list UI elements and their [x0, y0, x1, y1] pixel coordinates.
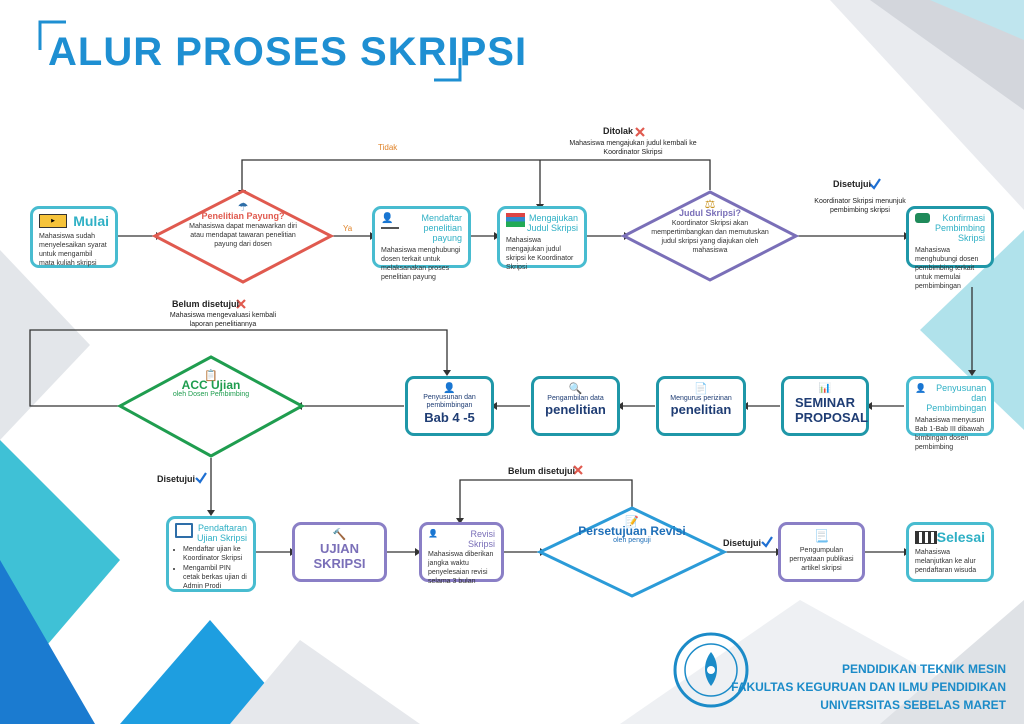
node-selesai[interactable]: Selesai Mahasiswa melanjutkan ke alur pe… [906, 522, 994, 582]
node-daftar-payung[interactable]: 👤 Mendaftar penelitian payung Mahasiswa … [372, 206, 471, 281]
university-seal [673, 632, 749, 708]
magnifier-chart-icon: 🔍 [568, 383, 583, 395]
footer-line1: PENDIDIKAN TEKNIK MESIN [841, 662, 1006, 676]
label-belum-1-note: Mahasiswa mengevaluasi kembali laporan p… [169, 312, 277, 328]
meeting-icon [915, 213, 931, 223]
node-pengambilan[interactable]: 🔍 Pengambilan data penelitian [531, 376, 620, 436]
document-check-icon: 📝 [625, 516, 639, 528]
desk-worker-icon: 👤 [428, 529, 438, 538]
desk-worker-icon: 👤 [381, 213, 399, 229]
reject-icon [573, 465, 583, 475]
diamond-penelitian-payung [151, 189, 335, 284]
node-mulai[interactable]: ▶ Mulai Mahasiswa sudah menyelesaikan sy… [30, 206, 118, 268]
paper-icon: 📃 [814, 529, 829, 543]
start-sign-icon: ▶ [39, 214, 67, 228]
list-item: Mengambil PIN cetak berkas ujian di Admi… [183, 564, 247, 591]
node-pendaftaran[interactable]: Pendaftaran Ujian Skripsi Mendaftar ujia… [166, 516, 256, 592]
node-revisi[interactable]: 👤 Revisi Skripsi Mahasiswa diberikan jan… [419, 522, 504, 585]
books-icon [506, 213, 525, 227]
label-ditolak: Ditolak [603, 126, 634, 136]
label-ditolak-note: Mahasiswa mengajukan judul kembali ke Ko… [569, 140, 697, 156]
label-disetujui-mid: Disetujui [157, 474, 196, 484]
list-item: Mendaftar ujian ke Koordinator Skripsi [183, 545, 247, 563]
status-marks [195, 127, 881, 548]
label-belum-1: Belum disetujui [172, 299, 240, 309]
label-belum-2: Belum disetujui [508, 466, 576, 476]
node-perizinan[interactable]: 📄 Mengurus perizinan penelitian [656, 376, 746, 436]
pendaftaran-list: Mendaftar ujian ke Koordinator Skripsi M… [183, 545, 247, 591]
diamond-persetujuan-revisi [536, 506, 728, 598]
node-penyusunan[interactable]: 👤 Penyusunan dan Pembimbingan Mahasiswa … [906, 376, 994, 451]
finish-flag-icon [915, 530, 937, 544]
page-title: ALUR PROSES SKRIPSI [48, 30, 528, 74]
title-bracket [38, 20, 462, 82]
label-disetujui-top: Disetujui [833, 179, 872, 189]
computer-icon [175, 523, 194, 538]
diamond-judul-skripsi [620, 190, 800, 282]
label-ya: Ya [343, 224, 353, 233]
label-tidak: Tidak [378, 143, 398, 152]
reject-icon [635, 127, 645, 137]
diamond-judul-content: ⚖ Judul Skripsi? Koordinator Skripsi aka… [630, 197, 790, 255]
checklist-icon: 📋 [204, 370, 218, 382]
connectors [29, 159, 973, 553]
umbrella-people-icon: ☂ [237, 200, 249, 214]
label-disetujui-top-note: Koordinator Skripsi menunjuk pembimbing … [814, 198, 906, 214]
node-seminar[interactable]: 📊 SEMINAR PROPOSAL [781, 376, 869, 436]
diamond-acc-content: 📋 ACC Ujian oleh Dosen Pembimbing [140, 370, 282, 399]
presentation-icon: 📊 [818, 383, 832, 394]
diamond-payung-content: ☂ Penelitian Payung? Mahasiswa dapat men… [170, 200, 316, 249]
node-ujian[interactable]: 🔨 UJIAN SKRIPSI [292, 522, 387, 582]
node-ajukan-judul[interactable]: Mengajukan Judul Skripsi Mahasiswa menga… [497, 206, 587, 271]
reject-icon [236, 299, 246, 309]
node-konfirmasi[interactable]: Konfirmasi Pembimbing Skripsi Mahasiswa … [906, 206, 994, 290]
footer-line2: FAKULTAS KEGURUAN DAN ILMU PENDIDIKAN [731, 680, 1006, 694]
document-icon: 📄 [694, 383, 708, 395]
node-pengumpulan[interactable]: 📃 Pengumpulan pernyataan publikasi artik… [778, 522, 865, 582]
node-bab45[interactable]: 👤 Penyusunan dan pembimbingan Bab 4 -5 [405, 376, 494, 436]
check-icon [869, 178, 881, 190]
footer-line3: UNIVERSITAS SEBELAS MARET [820, 698, 1006, 712]
diamond-acc-ujian [116, 355, 306, 458]
check-icon [761, 536, 773, 548]
check-icon [195, 472, 207, 484]
desk-worker-icon: 👤 [443, 383, 456, 394]
desk-worker-icon: 👤 [915, 383, 927, 393]
label-disetujui-bot: Disetujui [723, 538, 762, 548]
scale-icon: ⚖ [704, 197, 716, 211]
diamond-persetujuan-content: 📝 Persetujuan Revisi oleh penguji [555, 516, 709, 545]
gavel-icon: 🔨 [332, 529, 347, 541]
